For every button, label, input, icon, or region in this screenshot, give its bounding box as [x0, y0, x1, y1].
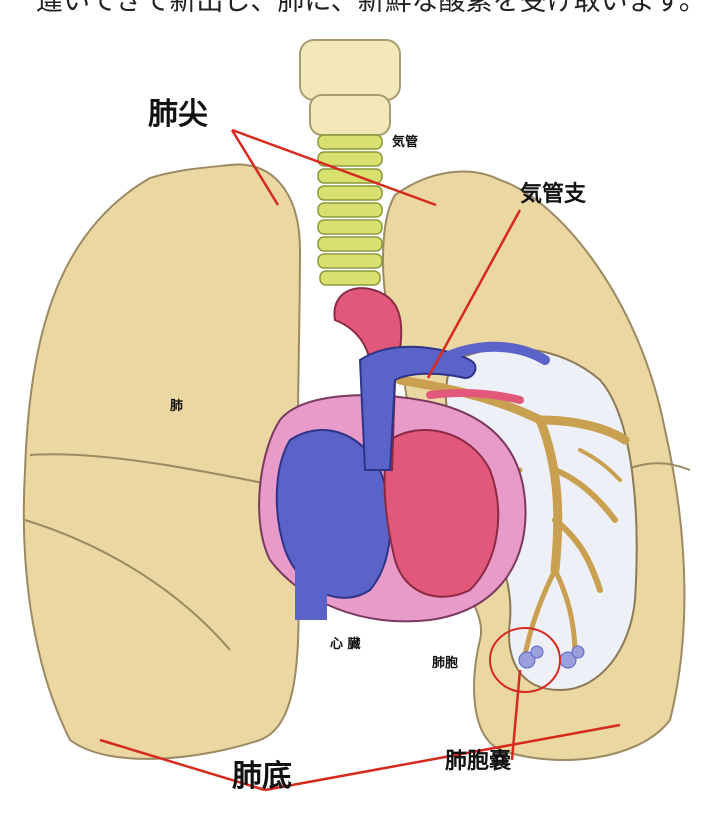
label-kikan: 気管	[392, 136, 418, 149]
inferior-vena-cava	[295, 560, 327, 620]
larynx	[300, 40, 400, 100]
label-haisen: 肺尖	[148, 100, 208, 130]
label-haihou: 肺胞	[432, 657, 458, 670]
label-hai: 肺	[170, 400, 183, 413]
heart-right-chamber	[385, 430, 499, 597]
trachea-rings	[318, 135, 382, 285]
label-shinzou: 心 臓	[330, 638, 361, 651]
cricoid	[310, 95, 390, 135]
label-haihounou: 肺胞嚢	[445, 750, 511, 772]
top-caption: 違いてきて新出し、肺に、新鮮な酸素を受け取います。	[36, 0, 701, 15]
right-lung	[24, 164, 300, 758]
label-haitei: 肺底	[232, 762, 292, 792]
label-kikanshi: 気管支	[520, 183, 586, 205]
